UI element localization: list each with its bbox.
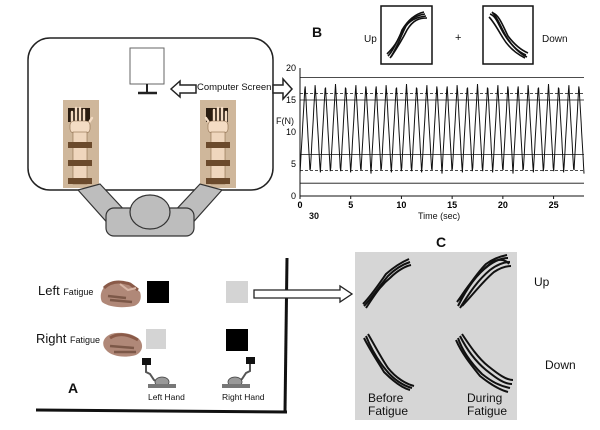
y-tick-label: 0 bbox=[291, 191, 296, 201]
panel-label-b: B bbox=[312, 24, 323, 40]
panel-label-c: C bbox=[436, 234, 447, 250]
before-line1: Before bbox=[368, 391, 404, 405]
panel-label-a: A bbox=[68, 380, 79, 396]
right-light-square bbox=[146, 329, 166, 349]
x-tick-label: 20 bbox=[498, 200, 508, 210]
x-tick-label: 15 bbox=[447, 200, 457, 210]
mini-plus: + bbox=[455, 32, 462, 44]
left-hand-sensor-icon bbox=[142, 358, 176, 388]
chart-x-extra-tick: 30 bbox=[309, 211, 320, 221]
x-tick-label: 5 bbox=[348, 200, 353, 210]
frame-horizontal bbox=[35, 408, 288, 414]
y-tick-label: 5 bbox=[291, 159, 296, 169]
down-trace-curve bbox=[488, 11, 529, 59]
left-hand-label: Left Hand bbox=[148, 392, 185, 402]
right-fatigue-hand-icon bbox=[103, 332, 143, 357]
left-label: Left bbox=[38, 283, 60, 298]
before-line2: Fatigue bbox=[368, 404, 409, 418]
panel-c-down-label: Down bbox=[545, 358, 576, 372]
to-panel-c-arrow bbox=[253, 284, 354, 304]
during-fatigue-down-trace bbox=[455, 333, 514, 393]
before-fatigue-up-trace bbox=[362, 258, 412, 309]
chart-xlabel: Time (sec) bbox=[418, 211, 461, 221]
computer-screen bbox=[129, 47, 165, 85]
y-tick-label: 10 bbox=[286, 127, 296, 137]
before-fatigue-down-trace bbox=[363, 333, 415, 391]
during-line2: Fatigue bbox=[467, 404, 508, 418]
chart-arrow bbox=[272, 77, 294, 101]
left-dark-square bbox=[147, 281, 169, 303]
person-top-view bbox=[76, 183, 224, 237]
during-line1: During bbox=[467, 391, 503, 405]
right-hand-sensor-icon bbox=[222, 357, 255, 388]
x-tick-label: 10 bbox=[396, 200, 406, 210]
right-hand-icon bbox=[204, 106, 230, 185]
y-tick-label: 15 bbox=[286, 95, 296, 105]
before-fatigue-label: Before Fatigue bbox=[368, 392, 408, 418]
mini-up-label: Up bbox=[364, 34, 377, 45]
task-right-label: Right Fatigue bbox=[36, 331, 100, 346]
left-light-square bbox=[226, 281, 248, 303]
right-sub: Fatigue bbox=[69, 335, 101, 345]
x-tick-label: 25 bbox=[549, 200, 559, 210]
screen-label: Computer Screen bbox=[197, 82, 272, 93]
mini-down-label: Down bbox=[542, 34, 568, 45]
chart-ylabel: F(N) bbox=[276, 116, 294, 126]
right-hand-label: Right Hand bbox=[222, 392, 265, 402]
during-fatigue-label: During Fatigue bbox=[467, 392, 507, 418]
panel-c-up-label: Up bbox=[534, 275, 550, 289]
task-left-label: Left Fatigue bbox=[38, 283, 93, 298]
left-hand-icon bbox=[68, 106, 94, 185]
force-trace bbox=[299, 83, 585, 174]
screen-arrow bbox=[169, 79, 197, 99]
left-fatigue-hand-icon bbox=[100, 280, 141, 308]
y-tick-label: 20 bbox=[286, 63, 296, 73]
frame-vertical bbox=[283, 257, 289, 413]
during-fatigue-up-trace bbox=[456, 254, 512, 309]
up-trace-curve bbox=[386, 11, 428, 59]
right-dark-square bbox=[226, 329, 248, 351]
x-tick-label: 0 bbox=[297, 200, 302, 210]
left-sub: Fatigue bbox=[63, 287, 94, 297]
right-label: Right bbox=[36, 331, 67, 346]
